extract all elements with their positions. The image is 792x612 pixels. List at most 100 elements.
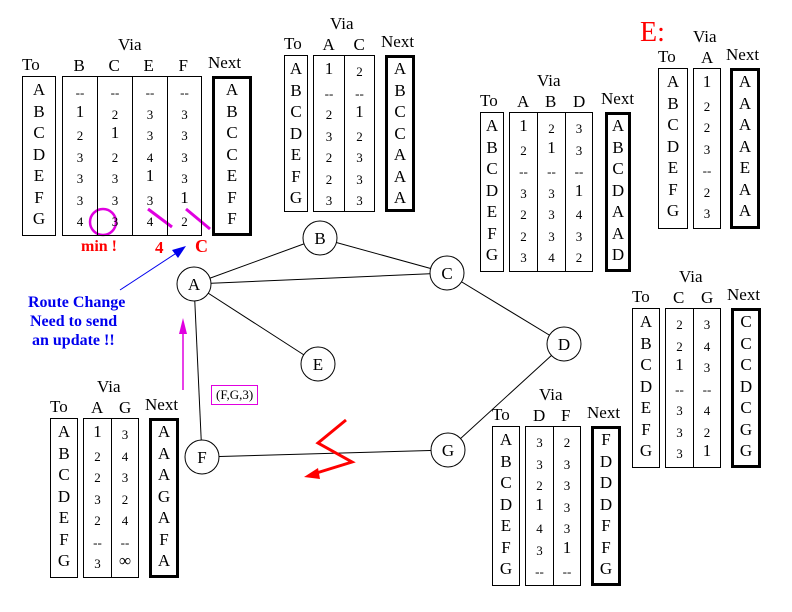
destination-cell: F bbox=[59, 529, 69, 549]
next-hop-cell: C bbox=[394, 123, 406, 143]
cost-cell: 2 bbox=[356, 128, 363, 144]
node-circle bbox=[176, 266, 212, 302]
next-hop-cell: D bbox=[599, 473, 613, 492]
destination-cell: E bbox=[500, 516, 512, 535]
node-label: G bbox=[442, 441, 454, 460]
next-header: Next bbox=[587, 403, 621, 422]
destination-cell: F bbox=[291, 166, 301, 186]
destination-cell: E bbox=[640, 398, 652, 417]
next-hop-cell: A bbox=[157, 551, 171, 570]
via-column-header: G bbox=[119, 398, 132, 417]
cost-cell: 1 bbox=[75, 101, 85, 121]
cost-cell: 4 bbox=[536, 521, 543, 536]
cost-cell: 4 bbox=[76, 214, 84, 229]
to-header: To bbox=[492, 405, 510, 424]
edge-b-c bbox=[319, 237, 448, 274]
node-circle bbox=[430, 432, 466, 468]
cost-cell: 3 bbox=[703, 317, 711, 332]
link-failure-arrowhead bbox=[304, 468, 320, 479]
destination-cell: C bbox=[486, 159, 498, 178]
next-hop-cell: A bbox=[738, 72, 752, 91]
destination-cell: B bbox=[33, 101, 45, 121]
edge-a-b bbox=[193, 237, 321, 285]
cost-cell: -- bbox=[75, 85, 85, 100]
strike-next bbox=[185, 207, 211, 231]
destination-cell: C bbox=[290, 102, 302, 121]
edge-f-g bbox=[201, 449, 449, 458]
cost-cell: -- bbox=[574, 164, 584, 179]
cost-cell: 4 bbox=[121, 448, 129, 464]
cost-cell: -- bbox=[110, 85, 120, 100]
next-hop-cell: C bbox=[740, 333, 752, 353]
via-header: Via bbox=[330, 14, 354, 33]
destination-cell: B bbox=[486, 137, 498, 157]
via-header: Via bbox=[118, 35, 142, 54]
cost-cell: 2 bbox=[356, 64, 363, 79]
destination-cell: C bbox=[58, 465, 70, 484]
destination-cell: D bbox=[666, 136, 680, 156]
via-column-header: D bbox=[533, 406, 546, 425]
cost-cell: 1 bbox=[110, 123, 120, 142]
edge-a-c bbox=[193, 272, 448, 285]
cost-cell: 3 bbox=[111, 214, 119, 229]
next-header: Next bbox=[726, 45, 760, 64]
destination-cell: F bbox=[34, 187, 44, 207]
update-arrowhead bbox=[179, 318, 187, 334]
cost-cell: -- bbox=[702, 381, 712, 397]
cost-cell: 1 bbox=[702, 441, 712, 460]
node-label: F bbox=[197, 448, 206, 467]
to-header: To bbox=[50, 397, 68, 416]
next-hop-cell: F bbox=[601, 516, 611, 535]
next-hop-cell: A bbox=[738, 93, 752, 113]
cost-cell: 3 bbox=[325, 193, 333, 208]
cost-cell: 3 bbox=[146, 128, 154, 143]
destination-cell: B bbox=[667, 93, 679, 113]
cost-cell: 2 bbox=[563, 435, 571, 450]
cost-cell: 3 bbox=[536, 542, 543, 558]
cost-cell: 3 bbox=[575, 228, 583, 244]
node-c: C bbox=[429, 255, 465, 291]
cost-cell: -- bbox=[562, 564, 572, 579]
cost-cell: 1 bbox=[675, 355, 684, 374]
cost-cell: 3 bbox=[548, 185, 555, 201]
cost-cell: 2 bbox=[703, 120, 711, 135]
via-header: Via bbox=[679, 267, 703, 286]
cost-cell: 4 bbox=[146, 214, 154, 229]
table-e-title: E: bbox=[640, 17, 665, 48]
cost-cell: 3 bbox=[121, 427, 129, 442]
destination-cell: B bbox=[640, 333, 652, 353]
cost-cell: 4 bbox=[703, 338, 711, 354]
cost-cell: -- bbox=[702, 163, 712, 178]
cost-cell: 4 bbox=[575, 207, 583, 222]
to-header: To bbox=[632, 287, 650, 306]
cost-cell: 2 bbox=[94, 513, 101, 528]
next-hop-cell: F bbox=[159, 529, 169, 549]
new-next-annotation: C bbox=[195, 236, 208, 256]
node-circle bbox=[300, 346, 336, 382]
cost-cell: -- bbox=[93, 534, 102, 550]
cost-cell: 2 bbox=[575, 250, 583, 265]
via-column-header: C bbox=[108, 56, 120, 75]
node-g: G bbox=[430, 432, 466, 468]
next-hop-cell: F bbox=[601, 430, 611, 449]
next-hop-cell: G bbox=[739, 419, 753, 439]
next-hop-cell: B bbox=[226, 101, 238, 121]
next-hop-cell: A bbox=[393, 59, 407, 78]
node-f: F bbox=[184, 439, 220, 475]
cost-cell: 3 bbox=[575, 121, 583, 136]
cost-cell: 1 bbox=[547, 137, 556, 157]
via-header: Via bbox=[537, 71, 561, 90]
via-column-header: A bbox=[91, 398, 104, 417]
next-hop-cell: A bbox=[611, 202, 625, 221]
next-hop-cell: A bbox=[611, 223, 625, 243]
cost-cell: 3 bbox=[575, 142, 583, 158]
to-header: To bbox=[22, 55, 40, 74]
destination-cell: E bbox=[667, 158, 679, 177]
